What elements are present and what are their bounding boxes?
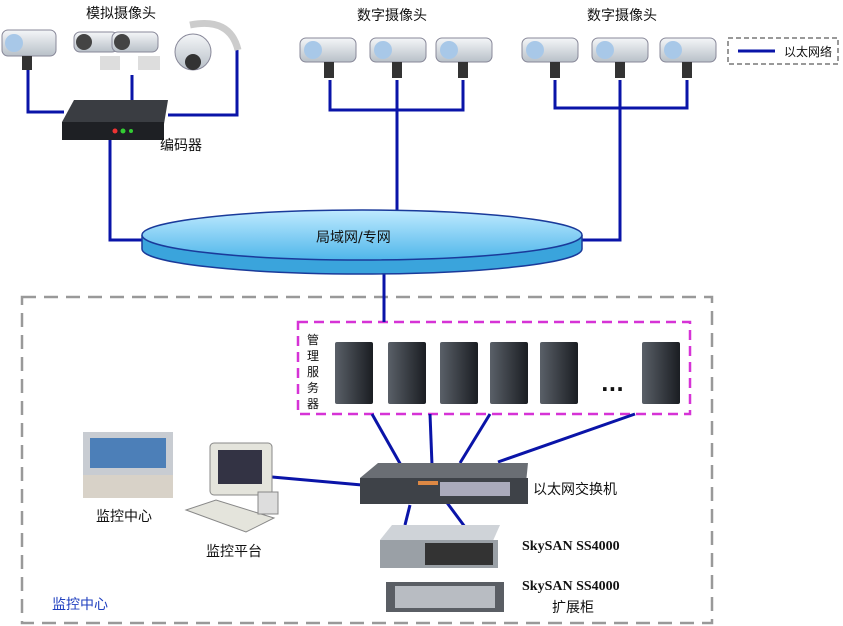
digital-camera-icon <box>521 37 579 78</box>
management-servers-label: 管理服务器 <box>307 333 320 411</box>
server-icon <box>388 342 426 404</box>
encoder-icon <box>62 100 168 140</box>
ethernet-switch-icon <box>360 463 528 504</box>
digital-camera-icon <box>591 37 649 78</box>
storage-label: SkySAN SS4000 <box>522 539 620 554</box>
digital-camera-icon <box>369 37 427 78</box>
server-group-box <box>296 320 692 416</box>
digital-camera-icon <box>659 37 717 78</box>
monitoring-platform-label: 监控平台 <box>206 544 262 560</box>
server-icons <box>335 342 680 404</box>
network-label: 局域网/专网 <box>316 230 391 246</box>
storage-expansion-icon <box>386 582 504 612</box>
monitoring-center-photo-label: 监控中心 <box>96 509 152 525</box>
storage-array-icon <box>380 525 500 568</box>
analog-camera-icon <box>111 31 160 70</box>
workstation-icon <box>184 442 279 533</box>
analog-cameras-label: 模拟摄像头 <box>86 6 156 22</box>
server-icon <box>642 342 680 404</box>
digital-camera-icon <box>299 37 357 78</box>
digital-camera-icon <box>435 37 493 78</box>
storage-expansion-label: SkySAN SS4000 <box>522 579 620 594</box>
camera-icons <box>1 19 717 78</box>
analog-camera-icon <box>73 31 120 70</box>
server-icon <box>490 342 528 404</box>
server-icon <box>540 342 578 404</box>
analog-camera-icon <box>1 29 57 70</box>
server-icon <box>440 342 478 404</box>
monitoring-center-photo <box>83 432 173 498</box>
server-icon <box>335 342 373 404</box>
ethernet-links <box>26 50 689 528</box>
lan-network-disk <box>141 209 583 275</box>
digital-cameras-label: 数字摄像头 <box>357 8 427 24</box>
storage-expansion-sublabel: 扩展柜 <box>552 600 594 616</box>
encoder-label: 编码器 <box>160 138 202 154</box>
legend-label: 以太网络 <box>784 45 833 59</box>
dome-camera-icon <box>174 19 242 71</box>
ellipsis-label: ... <box>601 372 624 396</box>
digital-cameras-label: 数字摄像头 <box>587 8 657 24</box>
monitoring-center-zone-label: 监控中心 <box>52 597 108 613</box>
ethernet-switch-label: 以太网交换机 <box>533 482 617 498</box>
